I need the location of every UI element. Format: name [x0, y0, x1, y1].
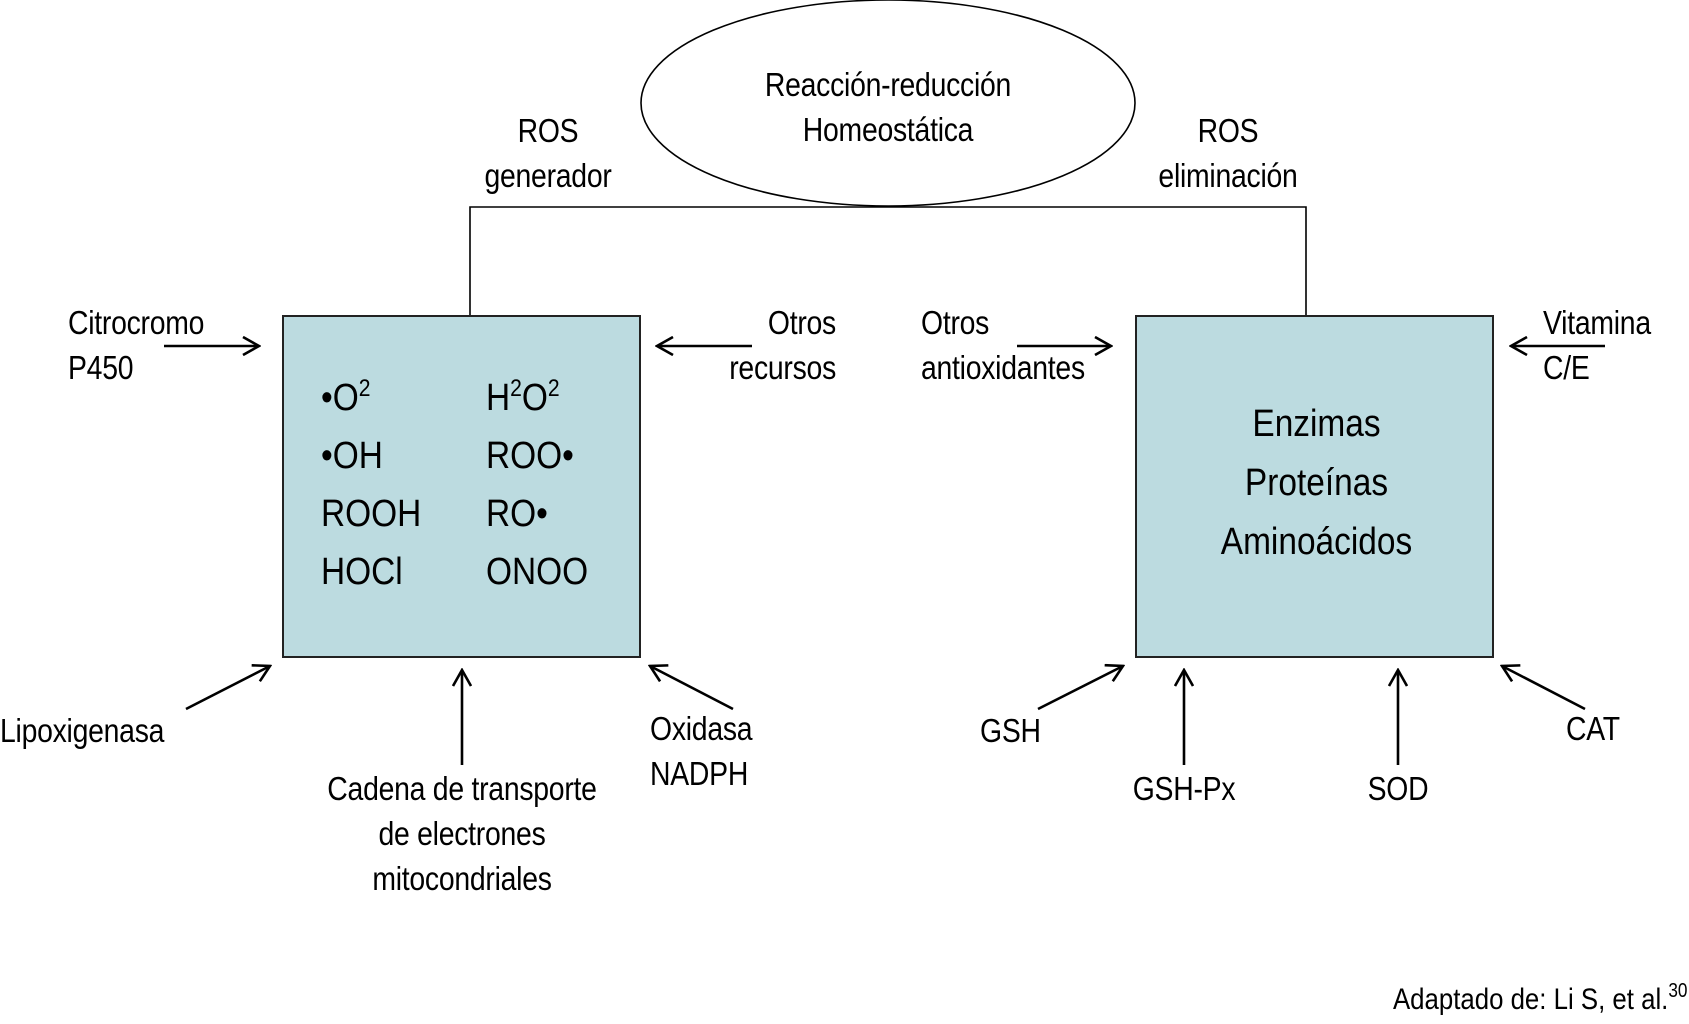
otros-antioxidantes-line2: antioxidantes [921, 349, 1085, 386]
label-gsh: GSH [980, 712, 1041, 749]
label-oxidasa-nadph: Oxidasa NADPH [650, 706, 753, 796]
label-lipoxigenasa: Lipoxigenasa [0, 712, 165, 749]
ros-eliminacion-line1: ROS [1197, 112, 1259, 149]
connector-bracket [469, 206, 1307, 316]
ros-eliminacion-label: ROS eliminación [1142, 108, 1314, 198]
homeostasis-ellipse [640, 0, 1136, 207]
citocromo-line2: P450 [68, 349, 134, 386]
citation: Adaptado de: Li S, et al.30 [1392, 980, 1687, 1020]
species-rooh: ROOH [321, 493, 422, 535]
citocromo-line1: Citrocromo [68, 304, 205, 341]
species-o2: •O2 [321, 375, 371, 420]
label-vitamina: Vitamina C/E [1543, 300, 1651, 390]
species-oh: •OH [321, 435, 383, 477]
center-line2: Homeostática [802, 111, 974, 148]
vitamina-line2: C/E [1543, 349, 1590, 386]
arrow-lipoxigenasa [185, 666, 270, 711]
arrow-oxidasa [650, 666, 734, 711]
center-line1: Reacción-reducción [764, 66, 1012, 103]
label-cat: CAT [1566, 710, 1620, 747]
label-citocromo: Citrocromo P450 [68, 300, 204, 390]
antioxidant-enzimas: Enzimas [1252, 403, 1381, 445]
ros-column-2: H2O2 ROO• RO• ONOO [486, 369, 588, 601]
label-sod: SOD [1367, 770, 1429, 807]
antioxidant-proteinas: Proteínas [1244, 462, 1389, 504]
cadena-line1: Cadena de transporte [327, 770, 597, 807]
label-otros-recursos: Otros recursos [664, 300, 836, 390]
label-gsh-px: GSH-Px [1132, 770, 1236, 807]
arrow-cat [1502, 666, 1586, 711]
ros-generador-label: ROS generador [462, 108, 634, 198]
species-roo: ROO• [486, 435, 574, 477]
otros-antioxidantes-line1: Otros [921, 304, 990, 341]
species-ro: RO• [486, 493, 548, 535]
ros-generador-line2: generador [484, 157, 612, 194]
otros-recursos-line2: recursos [729, 349, 836, 386]
center-label: Reacción-reducción Homeostática [716, 62, 1060, 152]
citation-text: Adaptado de: Li S, et al. [1392, 983, 1668, 1016]
ros-species-box: •O2 •OH ROOH HOCl H2O2 ROO• RO• ONOO [282, 315, 641, 658]
otros-recursos-line1: Otros [767, 304, 836, 341]
cadena-line3: mitocondriales [372, 860, 552, 897]
ros-generador-line1: ROS [517, 112, 579, 149]
label-cadena-transporte: Cadena de transporte de electrones mitoc… [290, 766, 634, 901]
antioxidant-list: Enzimas Proteínas Aminoácidos [1159, 395, 1475, 572]
arrow-gsh [1037, 666, 1123, 711]
label-otros-antioxidantes: Otros antioxidantes [921, 300, 1085, 390]
oxidasa-line2: NADPH [650, 755, 749, 792]
species-onoo: ONOO [486, 551, 589, 593]
ros-column-1: •O2 •OH ROOH HOCl [321, 369, 421, 601]
species-hocl: HOCl [321, 551, 403, 593]
oxidasa-line1: Oxidasa [650, 710, 753, 747]
ros-eliminacion-line2: eliminación [1158, 157, 1298, 194]
antioxidant-aminoacidos: Aminoácidos [1220, 521, 1413, 563]
citation-ref: 30 [1667, 980, 1687, 1002]
vitamina-line1: Vitamina [1543, 304, 1651, 341]
antioxidant-box: Enzimas Proteínas Aminoácidos [1135, 315, 1494, 658]
species-h2o2: H2O2 [486, 375, 560, 420]
cadena-line2: de electrones [378, 815, 546, 852]
